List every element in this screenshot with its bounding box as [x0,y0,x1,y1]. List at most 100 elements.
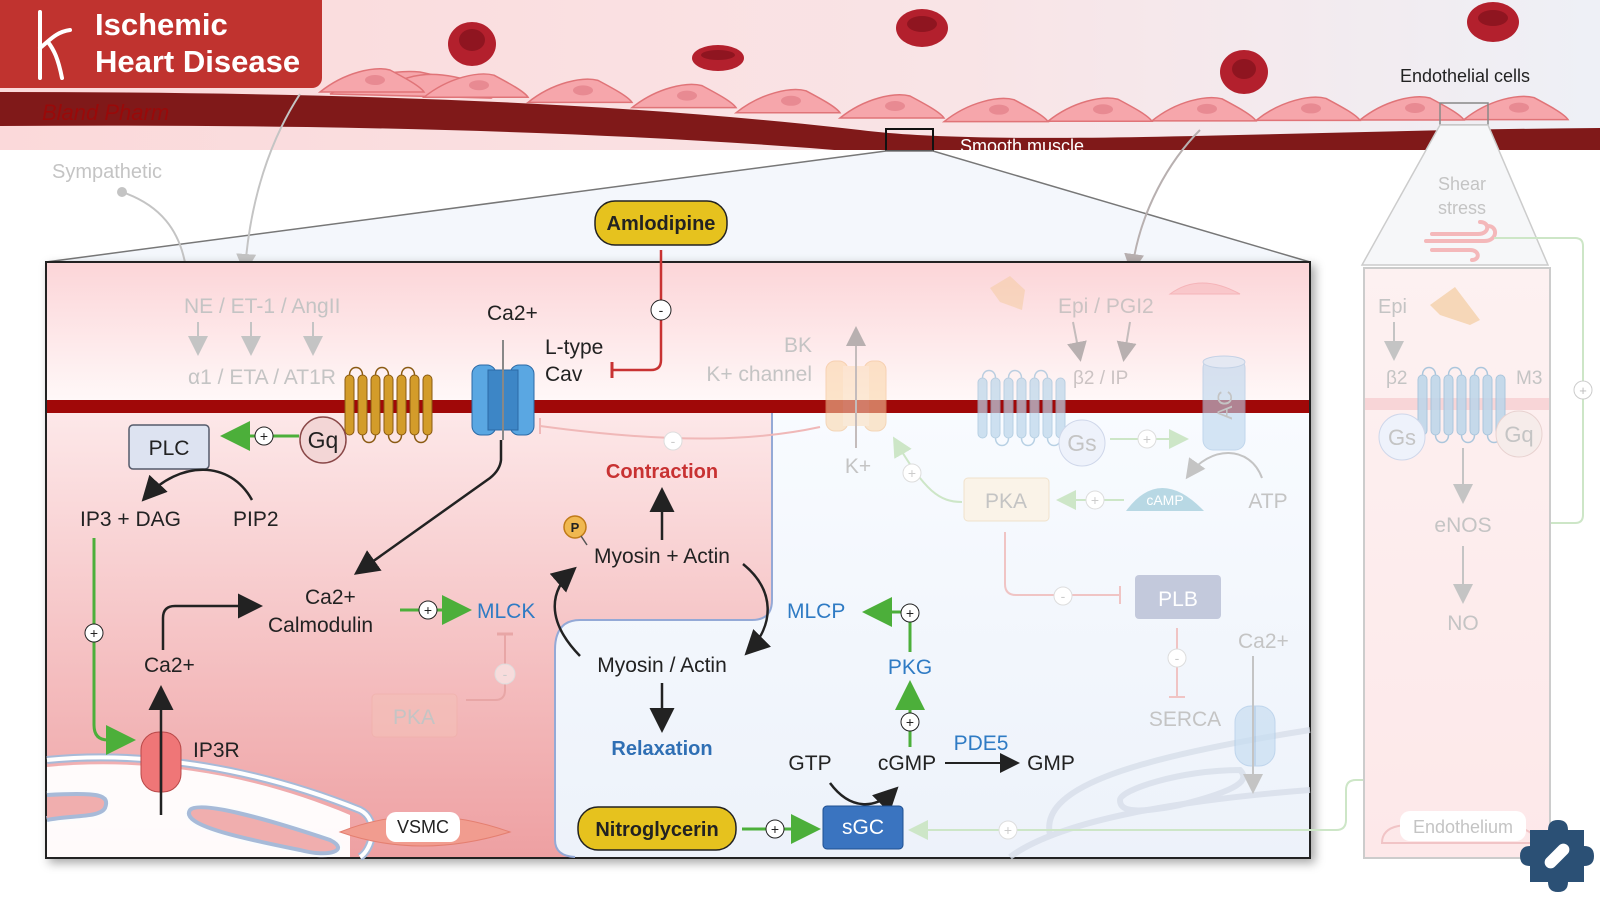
helix-loop [1421,366,1437,376]
dephosphorylation-arrow [742,563,771,656]
phosphate-label: P [571,520,580,535]
minus-symbol: - [503,666,508,682]
transmembrane-helix [422,374,433,436]
cell-nucleus [1197,103,1217,114]
helix-loop [1460,434,1476,444]
minus-symbol: - [659,302,664,318]
minus-symbol: - [1175,650,1180,666]
red-blood-cells [448,2,1519,94]
plus-symbol: + [771,821,779,837]
plasma-membrane [47,400,1309,413]
phosphorylation-arrow [549,566,581,657]
helix-loop [1447,366,1463,376]
cell-nucleus [989,104,1009,115]
shear-stress-label: Shear [1438,174,1486,194]
blood-vessel-icon [38,10,72,80]
calmodulin-label: Calmodulin [268,614,373,637]
helix-loop [994,437,1010,447]
vasoconstrictor-receptors: α1 / ETA / AT1R [188,366,336,389]
plc-enzyme [128,424,210,470]
plus-symbol: + [1143,431,1151,447]
transmembrane-helix [409,374,420,436]
er-ca-label: Ca2+ [144,654,195,677]
pka-right-label: PKA [985,490,1027,513]
k-ion-label: K+ [845,455,871,478]
cell-nucleus [1405,103,1425,113]
endo-gs-protein [1378,413,1426,461]
plus-symbol: + [90,625,98,641]
cell-nucleus [469,80,489,91]
plus-symbol: + [1091,492,1099,508]
plc-label: PLC [149,437,190,460]
transmembrane-helix [1430,374,1441,436]
sympathetic-label: Sympathetic [52,161,162,183]
endo-gs-label: Gs [1388,425,1416,450]
ip3r-label: IP3R [193,739,240,762]
pka-right [963,477,1050,522]
endo-beta2-label: β2 [1386,368,1408,389]
transmembrane-helix [344,374,355,436]
helix-loop [361,434,377,444]
endothelial-cells-label: Endothelial cells [1400,66,1530,86]
amlodipine-label: Amlodipine [607,213,716,235]
helix-loop [1020,437,1036,447]
helix-loop [400,366,416,376]
pka-inhibits-plb [1004,532,1120,596]
endothelium-label: Endothelium [1413,817,1513,837]
helix-loop [348,366,364,376]
helix-loop [387,434,403,444]
beta2-ip-label: β2 / IP [1073,368,1128,389]
amlodipine-badge[interactable] [594,200,728,246]
camp-label: cAMP [1146,492,1183,508]
endo-adrenal-icon [1430,287,1480,325]
cgmp-label: cGMP [878,752,936,775]
camp-molecule [1126,488,1204,511]
gq-protein [299,416,347,464]
plus-symbol: + [1579,383,1587,398]
gtp-to-cgmp-arrow [828,782,899,813]
helix-loop [374,366,390,376]
epi-signal-line [1124,129,1201,274]
ca-influx-arrow [353,440,503,575]
endothelial-cells [317,68,1570,123]
gs-label: Gs [1067,430,1096,456]
transmembrane-helix [357,374,368,436]
shear-stress-label-2: stress [1438,198,1486,218]
epi-pgi2-label: Epi / PGI2 [1058,295,1154,318]
nitroglycerin-badge[interactable] [577,806,737,851]
no-label: NO [1447,612,1479,635]
shear-stress-icon [1424,220,1497,262]
plb-protein [1135,575,1221,619]
ca-extracellular-label: Ca2+ [487,302,538,325]
bk-k-channel-label: K+ channel [706,363,812,386]
endothelium-signal-line [236,93,301,274]
bk-channel [825,360,887,432]
pka-inhibits-mlck [466,634,506,701]
plus-symbol: + [260,428,268,444]
vsmc-label: VSMC [397,817,449,837]
endo-gq-protein [1495,410,1543,458]
plb-label: PLB [1158,588,1198,611]
cell-nucleus [573,85,593,96]
transmembrane-helix [990,377,1001,439]
helix-loop [981,369,997,379]
pkg-label: PKG [888,656,932,679]
transmembrane-helix [1029,377,1040,439]
serca-pump [1234,705,1276,767]
sgc-label: sGC [842,816,884,839]
ip3-to-ip3r-arrow [92,538,136,755]
adenylyl-cyclase [1202,355,1246,451]
vessel-wall [0,92,1600,160]
cell-nucleus [885,101,905,111]
transmembrane-helix [1443,374,1454,436]
gpcr-receptor-gs [977,369,1066,447]
cell-nucleus [677,90,697,101]
l-type-label: L-type [545,336,603,359]
cell-nucleus [781,95,801,106]
cell-nucleus [1301,103,1321,114]
plus-symbol: + [908,465,916,481]
pip2-label: PIP2 [233,508,279,531]
atp-label: ATP [1248,490,1287,513]
endothelium-panel [1363,267,1551,859]
